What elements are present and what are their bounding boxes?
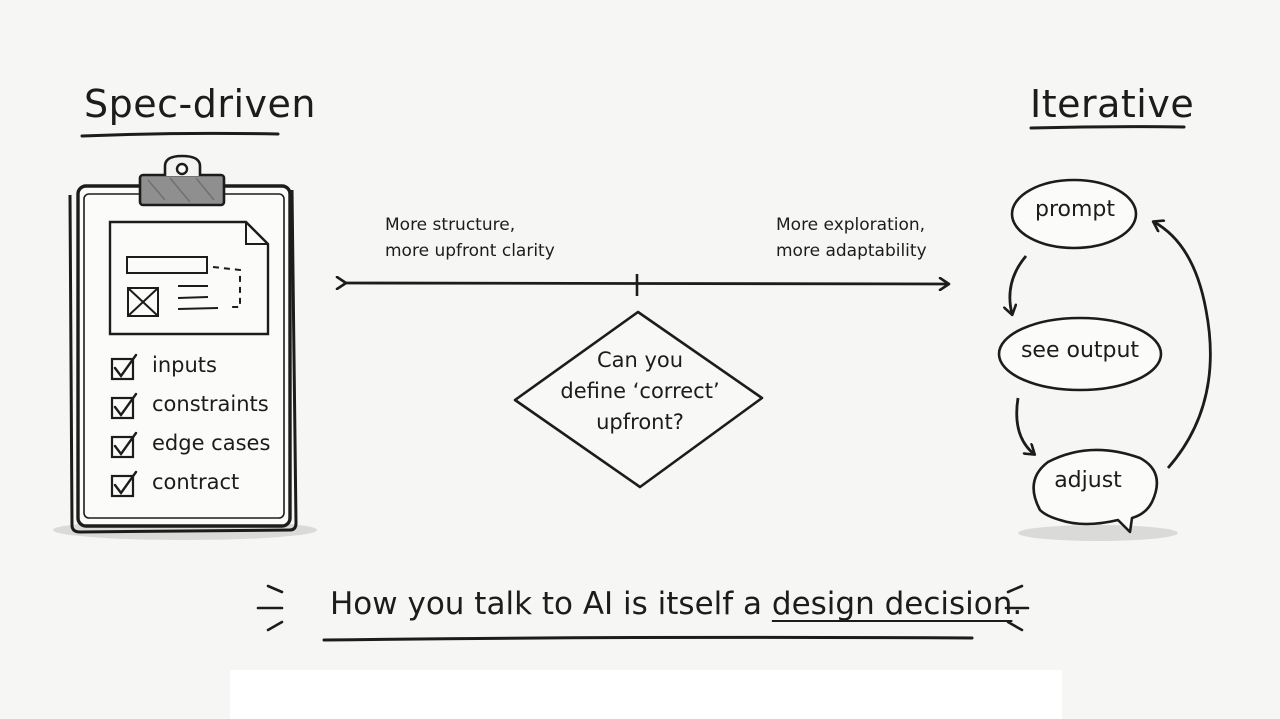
left-note: More structure, more upfront clarity — [385, 212, 555, 264]
decision-line: upfront? — [596, 410, 684, 434]
tagline-suffix: . — [1012, 586, 1023, 622]
checkbox-icon — [110, 470, 138, 498]
right-note-line: More exploration, — [776, 215, 926, 235]
right-emphasis-marks — [1004, 584, 1030, 632]
adjust-bubble — [1018, 448, 1178, 541]
checklist-item-constraints: constraints — [152, 392, 269, 416]
loop-step-adjust: adjust — [1054, 468, 1122, 493]
decision-line: Can you — [596, 348, 684, 372]
left-note-line: more upfront clarity — [385, 241, 555, 261]
checkbox-icon — [110, 392, 138, 420]
checklist-item-edge-cases: edge cases — [152, 431, 271, 455]
checklist-item-inputs: inputs — [152, 353, 217, 377]
tagline-prefix: How you talk to AI is itself a — [330, 586, 772, 622]
tagline-emphasis: design decision — [771, 586, 1013, 622]
checklist-item-contract: contract — [152, 470, 240, 494]
checkbox-icon — [110, 353, 138, 381]
title-iterative: Iterative — [1030, 82, 1195, 126]
right-note: More exploration, more adaptability — [776, 212, 927, 264]
title-spec-driven: Spec-driven — [84, 82, 316, 126]
title-right-underline — [1029, 125, 1186, 130]
tagline: How you talk to AI is itself a design de… — [330, 586, 1022, 622]
decision-line: define ‘correct’ — [560, 379, 720, 403]
decision-question: Can you define ‘correct’ upfront? — [540, 345, 740, 438]
title-left-underline — [80, 131, 280, 138]
bottom-band — [230, 670, 1062, 719]
checkbox-icon — [110, 431, 138, 459]
see-output-bubble — [997, 316, 1163, 392]
tagline-underline — [322, 635, 974, 642]
left-emphasis-marks — [256, 584, 284, 632]
loop-arrow-prompt-to-output — [1010, 255, 1028, 314]
decision-diamond — [513, 310, 764, 489]
loop-arrow-adjust-to-prompt — [1154, 222, 1212, 469]
prompt-bubble — [1010, 178, 1138, 250]
loop-step-see-output: see output — [1020, 338, 1140, 363]
loop-arrow-output-to-adjust — [1015, 397, 1034, 454]
left-note-line: More structure, — [385, 215, 516, 235]
spectrum-arrow — [345, 283, 948, 284]
loop-step-prompt: prompt — [1034, 197, 1115, 222]
right-note-line: more adaptability — [776, 241, 927, 261]
